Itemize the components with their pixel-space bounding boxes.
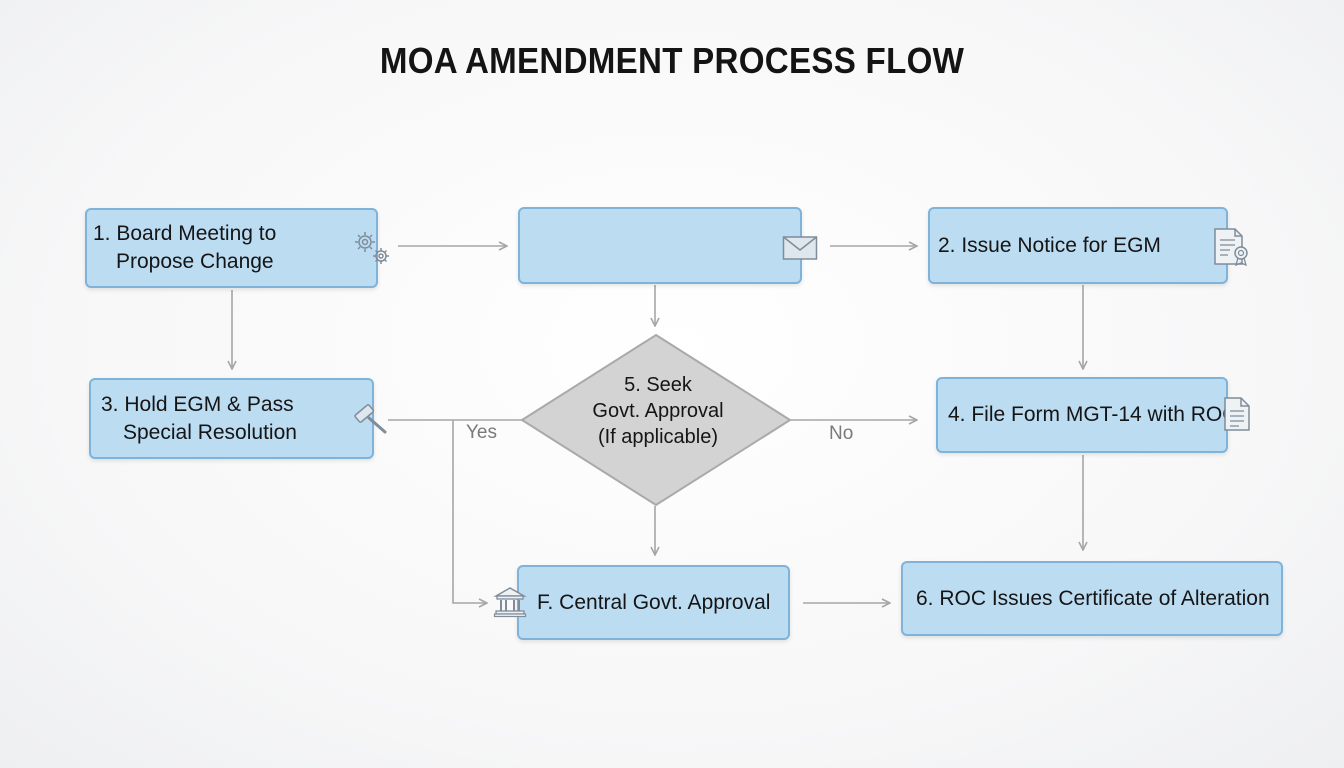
decision-diamond [520,333,792,507]
diagram-title: MOA AMENDMENT PROCESS FLOW [379,40,965,81]
decision-label-line1: 5. Seek [624,374,692,396]
node-file-form: 4. File Form MGT-14 with ROC [936,377,1237,453]
certificate-document-icon [1212,226,1252,268]
edge-yes-branch [452,420,487,603]
node-board-meeting: 1. Board Meeting to Propose Change [85,208,378,288]
edge-label-no: No [829,423,854,444]
node-certificate: 6. ROC Issues Certificate of Alteration [901,561,1283,636]
node-issue-notice-label: 2. Issue Notice for EGM [938,233,1161,257]
decision-label-line2: Govt. Approval [592,400,724,422]
node-central-approval-label: F. Central Govt. Approval [537,590,771,614]
node-central-approval: F. Central Govt. Approval [517,565,790,640]
node-board-meeting-line2: Propose Change [116,250,274,273]
decision-label: 5. Seek Govt. Approval (If applicable) [560,372,756,450]
node-file-form-label: 4. File Form MGT-14 with ROC [948,403,1238,426]
envelope-icon [782,235,818,261]
node-blank-step [518,207,802,284]
decision-label-line3: (If applicable) [597,426,719,448]
node-issue-notice: 2. Issue Notice for EGM [928,207,1228,284]
node-board-meeting-line1: 1. Board Meeting to [93,222,277,245]
gavel-icon [350,400,390,436]
node-hold-egm-line2: Special Resolution [123,420,297,444]
gears-icon [350,226,392,268]
document-icon [1222,396,1252,432]
node-hold-egm: 3. Hold EGM & Pass Special Resolution [89,378,374,459]
node-certificate-label: 6. ROC Issues Certificate of Alteration [916,586,1270,610]
edge-label-yes: Yes [466,422,497,443]
node-hold-egm-line1: 3. Hold EGM & Pass [101,392,294,416]
government-building-icon [493,586,527,618]
